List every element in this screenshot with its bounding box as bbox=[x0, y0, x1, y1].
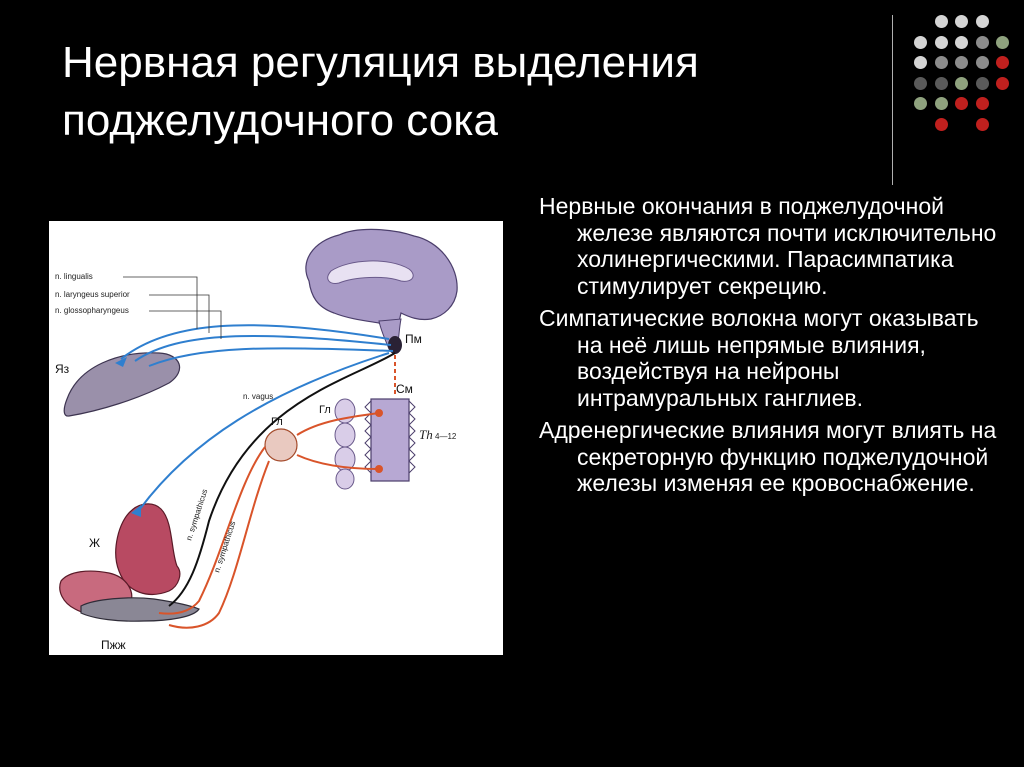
pancreas-innervation-figure: n. lingualis n. laryngeus superior n. gl… bbox=[49, 221, 503, 655]
parasympathetic-arrowheads bbox=[115, 357, 141, 517]
decorative-dot bbox=[975, 35, 989, 49]
spinal-neuron-1 bbox=[375, 409, 383, 417]
diagram-svg: n. lingualis n. laryngeus superior n. gl… bbox=[55, 228, 458, 652]
label-n-laryngeus: n. laryngeus superior bbox=[55, 290, 130, 299]
title-divider-line bbox=[892, 15, 893, 185]
spinal-cord-zigzag bbox=[364, 400, 416, 474]
decorative-dot bbox=[934, 97, 948, 110]
paragraph-adrenergic: Адренергические влияния могут влиять на … bbox=[539, 417, 997, 496]
sympathetic-fibers bbox=[158, 355, 396, 629]
decorative-dot bbox=[975, 76, 989, 90]
spinal-neuron-2 bbox=[375, 465, 383, 473]
decorative-dot bbox=[934, 117, 948, 131]
decorative-dot bbox=[955, 97, 968, 110]
decorative-dot bbox=[914, 76, 927, 90]
slide-body: Нервные окончания в поджелудочной железе… bbox=[539, 193, 1009, 503]
brain-shape bbox=[305, 228, 458, 341]
brain-corpus-callosum bbox=[327, 260, 414, 284]
decorative-dot bbox=[955, 15, 968, 28]
decorative-dot bbox=[934, 56, 948, 69]
paragraph-sympathetic: Симпатические волокна могут оказывать на… bbox=[539, 305, 979, 411]
label-n-vagus: n. vagus bbox=[243, 392, 273, 401]
label-gl-chain: Гл bbox=[319, 404, 331, 416]
label-yaz: Яз bbox=[55, 362, 70, 376]
nerve-label-lines bbox=[123, 276, 222, 339]
decorative-dot bbox=[996, 56, 1009, 69]
tongue-shape bbox=[63, 352, 181, 417]
label-th: Th bbox=[419, 427, 433, 442]
stomach-shape bbox=[115, 503, 181, 595]
label-n-sympathicus-2: n. sympathicus bbox=[212, 520, 237, 574]
decorative-dot bbox=[914, 35, 927, 49]
label-th-range: 4—12 bbox=[435, 432, 457, 441]
decorative-dot bbox=[955, 56, 968, 69]
decorative-dot bbox=[975, 97, 989, 110]
sympathetic-chain bbox=[334, 398, 356, 490]
decorative-dot bbox=[996, 35, 1009, 49]
label-pm: Пм bbox=[405, 332, 422, 346]
decorative-dot bbox=[934, 35, 948, 49]
slide-title: Нервная регуляция выделения поджелудочно… bbox=[62, 34, 862, 150]
label-gl-celiac: Гл bbox=[271, 416, 283, 428]
title-line-2: поджелудочного сока bbox=[62, 96, 498, 145]
decorative-dot bbox=[955, 35, 968, 49]
label-zh: Ж bbox=[89, 536, 100, 550]
pancreas-shape bbox=[80, 597, 200, 622]
decorative-dot bbox=[975, 15, 989, 28]
decorative-dot bbox=[975, 56, 989, 69]
decorative-dot bbox=[914, 56, 927, 69]
parasympathetic-fibers bbox=[120, 324, 394, 514]
decorative-dot bbox=[955, 76, 968, 90]
label-pzhzh: Пжж bbox=[101, 638, 126, 652]
decorative-dot bbox=[914, 97, 927, 110]
label-sm: См bbox=[396, 382, 413, 396]
paragraph-cholinergic: Нервные окончания в поджелудочной железе… bbox=[539, 193, 997, 299]
vagus-fiber bbox=[168, 352, 396, 607]
decorative-dot bbox=[934, 76, 948, 90]
label-n-lingualis: n. lingualis bbox=[55, 272, 93, 281]
decorative-dot bbox=[975, 117, 989, 131]
title-line-1: Нервная регуляция выделения bbox=[62, 38, 699, 87]
label-n-glosso: n. glossopharyngeus bbox=[55, 306, 129, 315]
decorative-dot bbox=[996, 76, 1009, 90]
celiac-ganglion bbox=[264, 428, 298, 462]
decorative-dot bbox=[934, 15, 948, 28]
medulla-nucleus bbox=[388, 336, 402, 354]
